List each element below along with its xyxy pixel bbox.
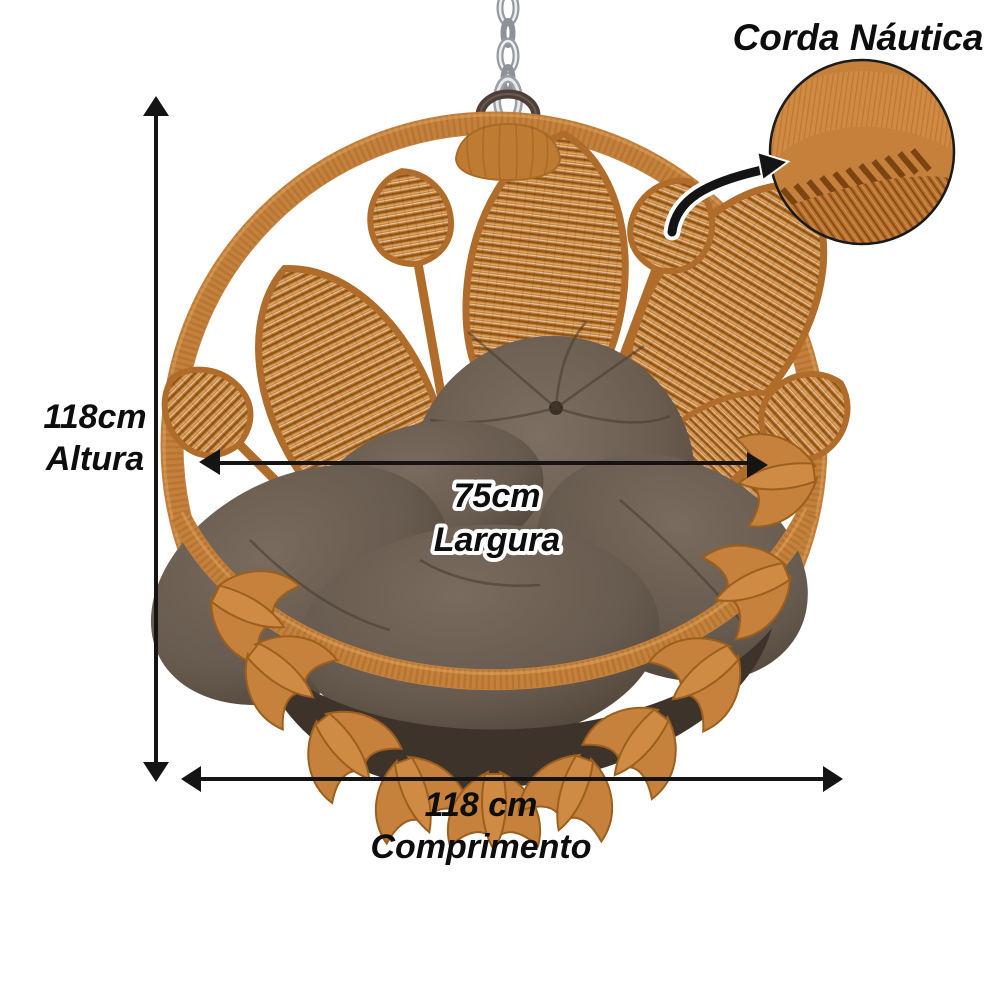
length-dimension-arrow bbox=[181, 766, 843, 792]
height-label: Altura bbox=[45, 440, 144, 478]
hanging-chain bbox=[493, 0, 523, 125]
width-label: Largura bbox=[434, 521, 561, 559]
rope-detail-inset bbox=[768, 58, 956, 246]
leaf bbox=[362, 164, 457, 271]
rope-knit-texture bbox=[772, 176, 954, 244]
front-seat-cushion bbox=[300, 524, 660, 746]
hanging-chair bbox=[110, 111, 871, 851]
top-rope-knot bbox=[454, 122, 562, 182]
length-value: 118 cm bbox=[425, 786, 538, 824]
length-label: Comprimento bbox=[371, 828, 592, 866]
height-value: 118cm bbox=[43, 398, 146, 436]
width-dimension-arrow bbox=[199, 449, 768, 478]
width-value: 75cm bbox=[454, 477, 541, 515]
magnifier-circle bbox=[768, 58, 956, 246]
callout-arrow-icon bbox=[663, 150, 791, 241]
detail-callout-label: Corda Náutica bbox=[733, 17, 984, 58]
height-dimension-arrow bbox=[143, 96, 169, 782]
